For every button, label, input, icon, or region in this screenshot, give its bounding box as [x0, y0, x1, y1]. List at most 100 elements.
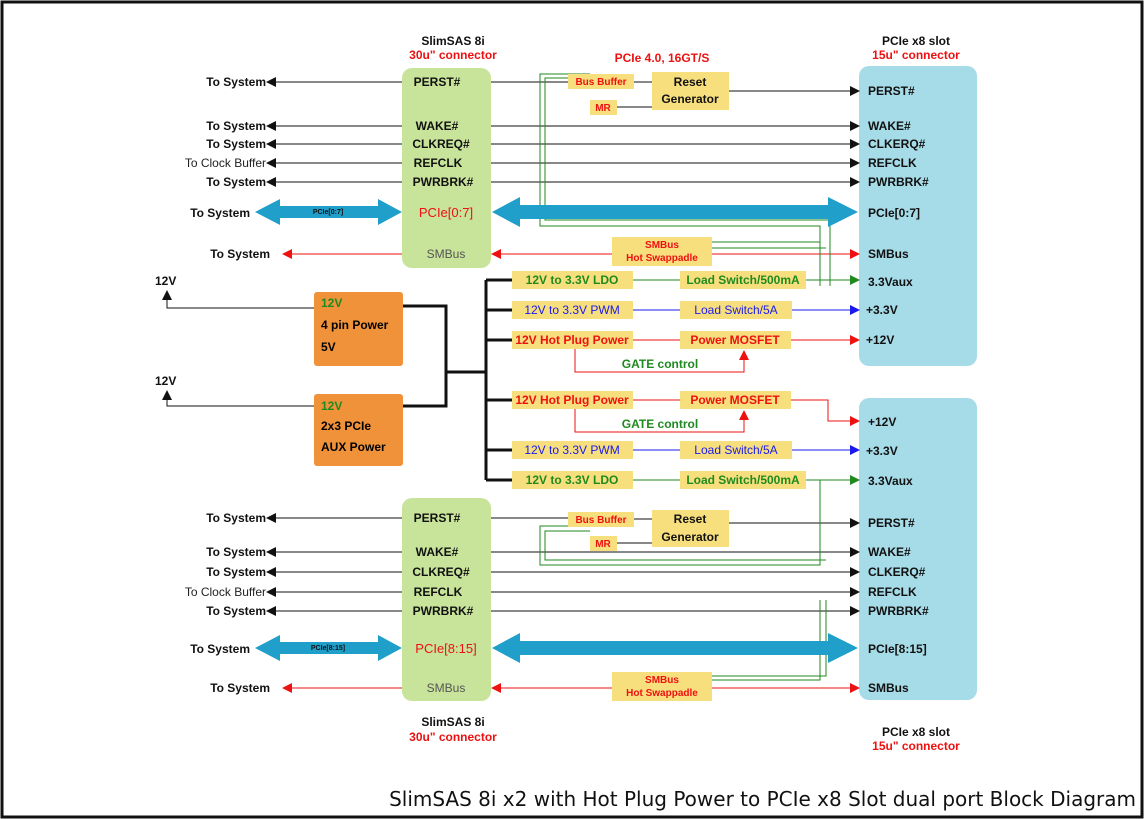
- top-mosfet-label: Power MOSFET: [690, 333, 780, 347]
- bottom-ldo-block: [512, 471, 633, 489]
- slimsas-top-box: [402, 68, 491, 268]
- bottom-smbus-hot: [612, 672, 712, 701]
- top-mr-label: MR: [595, 103, 611, 114]
- top-lane-small-label: PCIe[0:7]: [313, 209, 343, 216]
- power-box-aux-label2: AUX Power: [321, 440, 386, 454]
- top-signal-lines: [266, 77, 860, 187]
- top-reset-label: Reset: [674, 75, 707, 89]
- top-load-5a-block: [680, 301, 792, 319]
- slimsas-bottom-name: SlimSAS 8i: [421, 715, 484, 729]
- bottom-generator-label: Generator: [661, 530, 719, 544]
- power-input-arrows: [162, 290, 314, 407]
- top-to-system-6: To System: [210, 247, 270, 261]
- top-pwm-label: 12V to 3.3V PWM: [524, 303, 619, 317]
- top-slot-wake: WAKE#: [868, 119, 911, 133]
- top-ldo-label: 12V to 3.3V LDO: [526, 273, 619, 287]
- bottom-bus-buffer-label: Bus Buffer: [575, 515, 626, 526]
- slot-bottom-box: [859, 398, 977, 700]
- top-slot-3v3: +3.3V: [866, 303, 898, 317]
- bottom-slimsas-clkreq: CLKREQ#: [412, 565, 470, 579]
- top-slot-3v3aux: 3.3Vaux: [868, 275, 913, 289]
- top-lane-arrows: [255, 197, 858, 227]
- slimsas-top-connector: 30u" connector: [409, 48, 497, 62]
- slot-top-name: PCIe x8 slot: [882, 34, 950, 48]
- top-to-clock-buffer: To Clock Buffer: [185, 156, 266, 170]
- bottom-hotplug-label: 12V Hot Plug Power: [515, 393, 629, 407]
- top-to-system-4: To System: [206, 175, 266, 189]
- bottom-smbus-hot-label2: Hot Swappadle: [626, 688, 698, 699]
- top-load-500-block: [680, 271, 806, 289]
- bottom-mr: [590, 536, 617, 551]
- top-green-wiring: [539, 73, 831, 286]
- top-smbus-hot: [612, 237, 712, 266]
- bottom-lane-arrows: [255, 633, 858, 663]
- bottom-load-5a-block: [680, 441, 792, 459]
- power-box-4pin-5v: 5V: [321, 340, 336, 354]
- bottom-load-5a-label: Load Switch/5A: [694, 443, 777, 457]
- bottom-to-system-4: To System: [206, 604, 266, 618]
- bottom-gate-label: GATE control: [622, 417, 698, 431]
- top-slimsas-refclk: REFCLK: [414, 156, 463, 170]
- power-rails-bottom: [574, 399, 860, 485]
- power-box-aux-label: 2x3 PCIe: [321, 419, 371, 433]
- top-slot-refclk: REFCLK: [868, 156, 917, 170]
- bottom-slimsas-wake: WAKE#: [416, 545, 459, 559]
- top-to-system-5: To System: [190, 206, 250, 220]
- bottom-slot-pwrbrk: PWRBRK#: [868, 604, 929, 618]
- slot-top-box: [859, 66, 977, 366]
- top-slot-pwrbrk: PWRBRK#: [868, 175, 929, 189]
- top-ldo-block: [512, 271, 633, 289]
- bottom-slot-perst: PERST#: [868, 516, 915, 530]
- slimsas-bottom-box: [402, 498, 491, 701]
- power-box-aux-12v: 12V: [321, 399, 342, 413]
- top-load-500-label: Load Switch/500mA: [686, 273, 800, 287]
- bottom-slimsas-smbus: SMBus: [427, 681, 466, 695]
- bottom-to-system-2: To System: [206, 545, 266, 559]
- power-input-12v-2: 12V: [155, 374, 176, 388]
- top-slimsas-wake: WAKE#: [416, 119, 459, 133]
- bottom-to-clock-buffer: To Clock Buffer: [185, 585, 266, 599]
- bottom-slimsas-pcie: PCIe[8:15]: [415, 641, 476, 656]
- bottom-slot-3v3aux: 3.3Vaux: [868, 474, 913, 488]
- top-slot-smbus: SMBus: [868, 247, 909, 261]
- top-slot-perst: PERST#: [868, 84, 915, 98]
- top-slimsas-perst: PERST#: [414, 75, 461, 89]
- top-generator-label: Generator: [661, 92, 719, 106]
- power-box-4pin: [314, 292, 403, 366]
- power-input-12v-1: 12V: [155, 274, 176, 288]
- bottom-slot-refclk: REFCLK: [868, 585, 917, 599]
- bottom-slot-3v3: +3.3V: [866, 444, 898, 458]
- bottom-hotplug-block: [512, 391, 633, 409]
- top-slimsas-smbus: SMBus: [427, 247, 466, 261]
- top-bus-buffer-label: Bus Buffer: [575, 77, 626, 88]
- bottom-load-500-block: [680, 471, 806, 489]
- top-slot-12v: +12V: [866, 333, 894, 347]
- power-box-aux: [314, 394, 403, 466]
- slot-bottom-connector: 15u" connector: [872, 739, 960, 753]
- bottom-pwm-block: [512, 441, 633, 459]
- bottom-slimsas-refclk: REFCLK: [414, 585, 463, 599]
- top-slimsas-clkreq: CLKREQ#: [412, 137, 470, 151]
- bottom-slot-12v: +12V: [868, 415, 896, 429]
- bottom-bus-buffer: [568, 512, 634, 527]
- top-reset-generator: [652, 72, 729, 110]
- slimsas-bottom-connector: 30u" connector: [409, 730, 497, 744]
- diagram-title: SlimSAS 8i x2 with Hot Plug Power to PCI…: [389, 787, 1136, 811]
- bottom-slot-pcie: PCIe[8:15]: [868, 642, 927, 656]
- top-mr: [590, 100, 617, 115]
- slot-top-connector: 15u" connector: [872, 48, 960, 62]
- top-smbus-hot-label2: Hot Swappadle: [626, 253, 698, 264]
- top-slimsas-pcie: PCIe[0:7]: [419, 205, 473, 220]
- bottom-lane-small-label: PCIe[8:15]: [311, 645, 345, 652]
- bottom-signal-lines: [266, 513, 860, 616]
- bottom-mosfet-block: [680, 391, 791, 409]
- bottom-slimsas-perst: PERST#: [414, 511, 461, 525]
- bottom-to-system-5: To System: [190, 642, 250, 656]
- top-to-system-1: To System: [206, 75, 266, 89]
- bottom-mr-label: MR: [595, 539, 611, 550]
- slot-bottom-name: PCIe x8 slot: [882, 725, 950, 739]
- top-hotplug-block: [512, 331, 633, 349]
- top-to-system-2: To System: [206, 119, 266, 133]
- bottom-slimsas-pwrbrk: PWRBRK#: [413, 604, 474, 618]
